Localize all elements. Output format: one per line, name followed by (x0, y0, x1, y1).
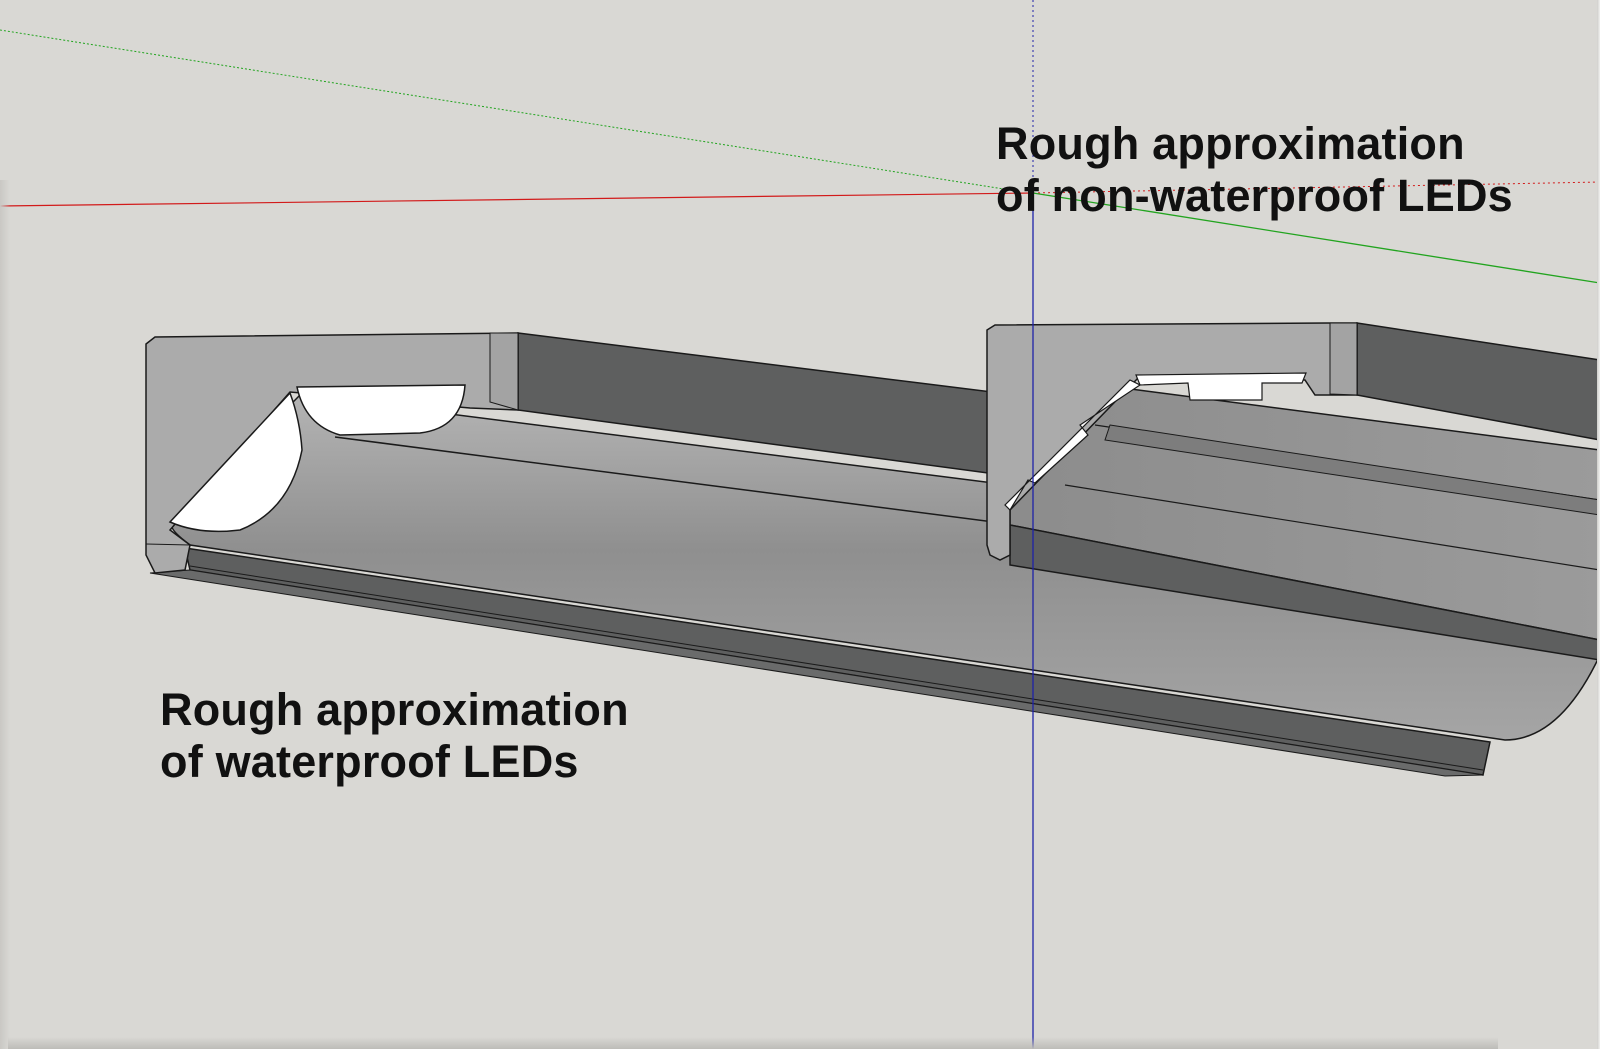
green-axis-dotted (0, 29, 1011, 191)
lens-body (171, 394, 1600, 741)
viewport-left-shadow (0, 180, 10, 1049)
profile-waterproof[interactable] (145, 332, 1600, 777)
led-highlight-side-2 (1004, 379, 1142, 511)
viewport-bottom-shadow (8, 1037, 1498, 1049)
annotation-line: of waterproof LEDs (160, 736, 579, 787)
annotation-line: Rough approximation (160, 684, 629, 735)
green-axis-solid (1032, 192, 1600, 284)
led-highlight-top-2 (1135, 372, 1307, 401)
led-highlight-side (168, 391, 303, 533)
led-highlight-top (296, 384, 466, 436)
annotation-line: Rough approximation (996, 118, 1465, 169)
red-axis-solid (0, 192, 1034, 207)
annotation-line: of non-waterproof LEDs (996, 170, 1513, 221)
annotation-waterproof-leds[interactable]: Rough approximation of waterproof LEDs (160, 684, 629, 788)
profile-nonwaterproof[interactable] (986, 322, 1600, 661)
axes (0, 0, 1600, 207)
viewport-right-edge (1597, 0, 1600, 1049)
annotation-nonwaterproof-leds[interactable]: Rough approximation of non-waterproof LE… (996, 118, 1513, 222)
